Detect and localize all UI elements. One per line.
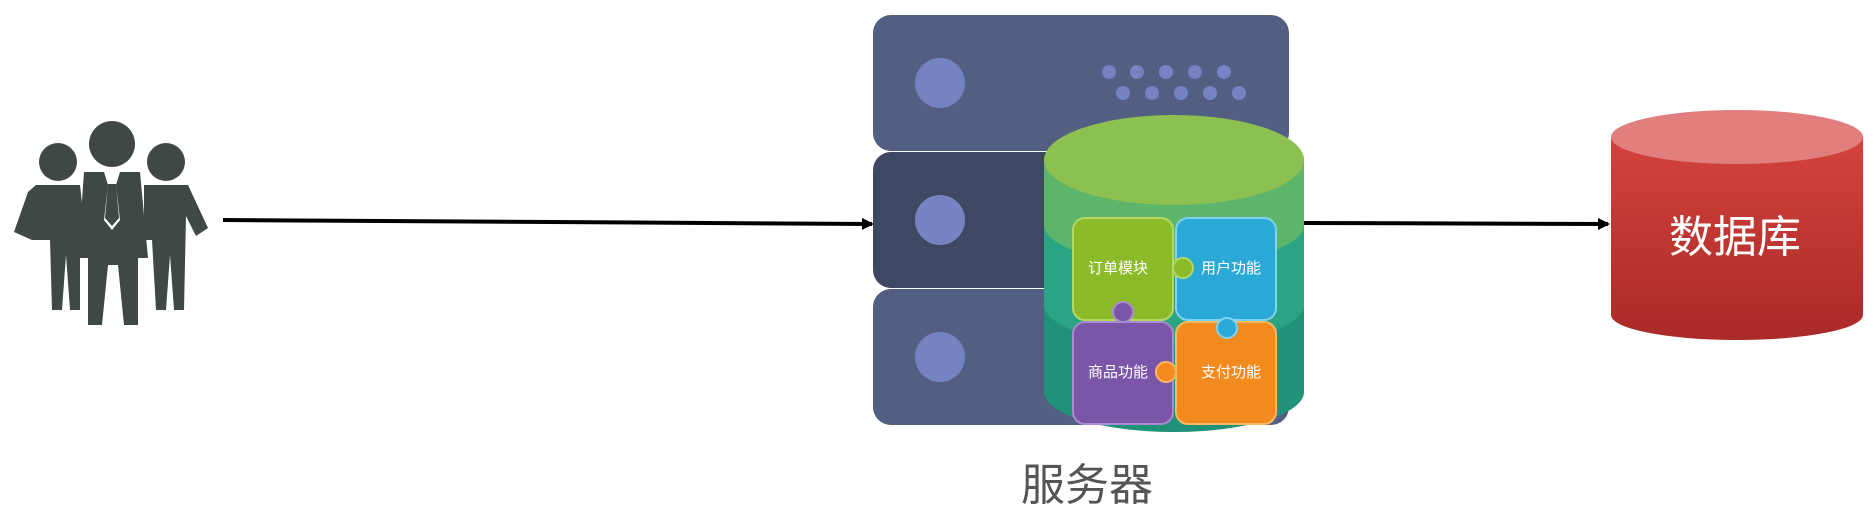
arrow-server-to-database bbox=[1303, 217, 1610, 230]
users-group-icon bbox=[14, 121, 208, 325]
module-label-users: 用户功能 bbox=[1201, 259, 1261, 277]
module-payment: 支付功能 bbox=[1175, 321, 1277, 425]
module-label-products: 商品功能 bbox=[1088, 363, 1148, 381]
arrow-users-to-server bbox=[222, 217, 874, 230]
database-label: 数据库 bbox=[1669, 212, 1801, 263]
server-label: 服务器 bbox=[1021, 460, 1153, 511]
module-orders: 订单模块 bbox=[1072, 217, 1174, 321]
module-label-payment: 支付功能 bbox=[1201, 363, 1261, 381]
puzzle-connectors bbox=[1112, 257, 1238, 383]
database-icon: 数据库 bbox=[1611, 110, 1863, 340]
module-label-orders: 订单模块 bbox=[1088, 259, 1148, 277]
